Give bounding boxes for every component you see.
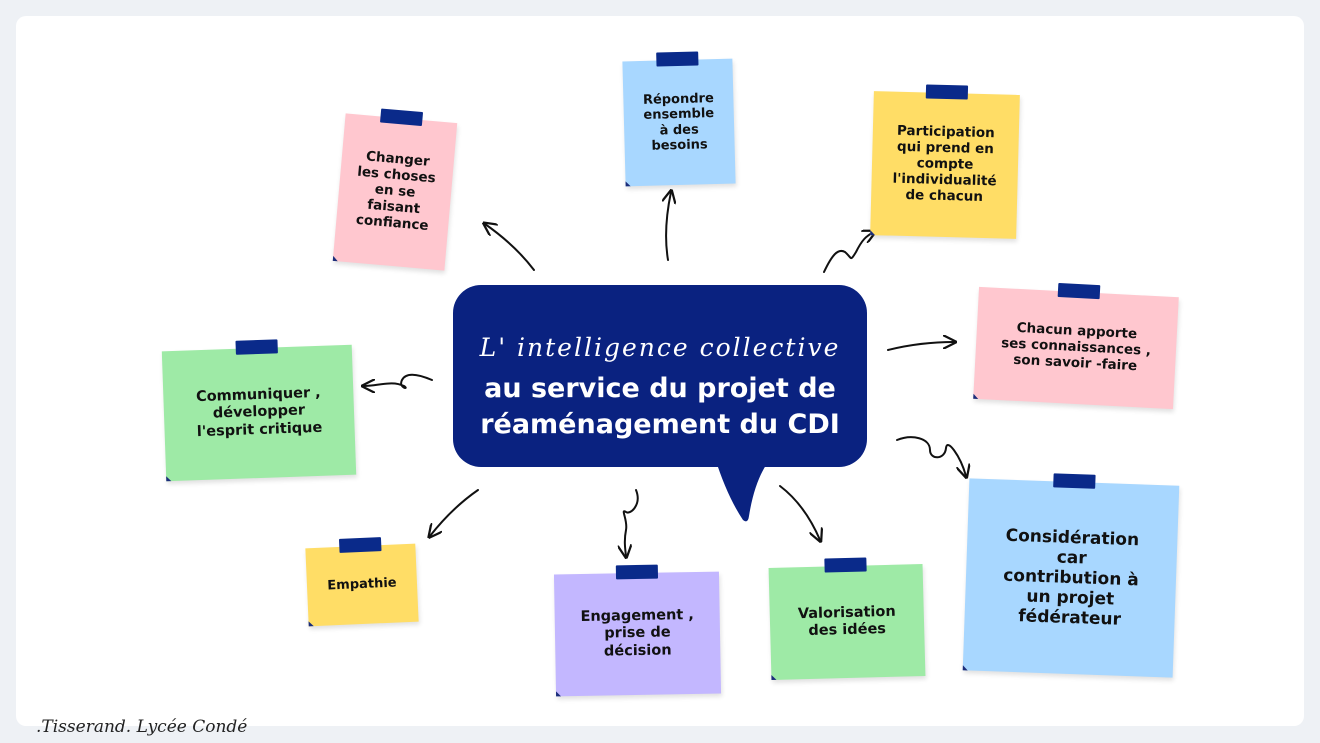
note-text: Changer les choses en se faisant confian…: [355, 148, 437, 234]
title-line-2: réaménagement du CDI: [480, 409, 840, 440]
tape: [824, 557, 867, 573]
tape: [1057, 282, 1101, 300]
note-changer: Changer les choses en se faisant confian…: [332, 108, 458, 271]
note-chacun: Chacun apporte ses connaissances , son s…: [973, 282, 1179, 410]
note-engagement: Engagement , prise de décision: [553, 564, 722, 697]
note-text: Participation qui prend en compte l'indi…: [892, 122, 997, 205]
arrow-to-participation: [823, 232, 874, 273]
note-text: Communiquer , développer l'esprit critiq…: [195, 385, 323, 440]
tape: [1053, 473, 1096, 489]
note-fold: [332, 255, 339, 262]
title-script-line: L' intelligence collective: [479, 333, 841, 362]
note-consideration: Considération car contribution à un proj…: [962, 473, 1180, 678]
tape: [380, 108, 424, 127]
note-fold: [973, 393, 979, 399]
note-text: Répondre ensemble à des besoins: [642, 90, 715, 154]
arrow-to-chacun: [887, 342, 954, 351]
note-fold: [555, 691, 562, 697]
note-text: Engagement , prise de décision: [580, 607, 694, 660]
title-line-1: au service du projet de: [484, 373, 836, 404]
tape: [925, 84, 969, 100]
note-participation: Participation qui prend en compte l'indi…: [870, 84, 1020, 239]
author-credit: .Tisserand. Lycée Condé: [36, 717, 248, 737]
note-communiquer: Communiquer , développer l'esprit critiq…: [161, 339, 357, 482]
center-title-bubble: L' intelligence collective au service du…: [453, 285, 867, 467]
note-fold: [308, 621, 314, 627]
note-fold: [962, 665, 968, 671]
note-text: Considération car contribution à un proj…: [1002, 525, 1140, 630]
arrow-to-communiquer: [364, 373, 433, 388]
tape: [338, 537, 382, 553]
arrow-to-repondre: [666, 192, 671, 261]
tape: [235, 339, 278, 355]
note-fold: [870, 230, 876, 236]
bubble-tail: [715, 458, 771, 522]
note-empathie: Empathie: [305, 537, 419, 627]
note-repondre: Répondre ensemble à des besoins: [622, 51, 736, 187]
note-fold: [166, 476, 172, 482]
note-text: Valorisation des idées: [797, 603, 896, 640]
arrow-to-valorisation: [779, 485, 820, 540]
arrow-to-consideration: [896, 436, 966, 476]
note-fold: [625, 181, 631, 187]
tape: [656, 51, 699, 67]
note-fold: [771, 674, 777, 680]
note-text: Empathie: [327, 575, 397, 594]
arrow-to-changer: [485, 224, 535, 271]
arrow-to-empathie: [430, 489, 479, 536]
note-text: Chacun apporte ses connaissances , son s…: [1000, 319, 1152, 375]
tape: [615, 564, 658, 580]
arrow-to-engagement: [624, 489, 639, 556]
note-valorisation: Valorisation des idées: [768, 557, 926, 680]
